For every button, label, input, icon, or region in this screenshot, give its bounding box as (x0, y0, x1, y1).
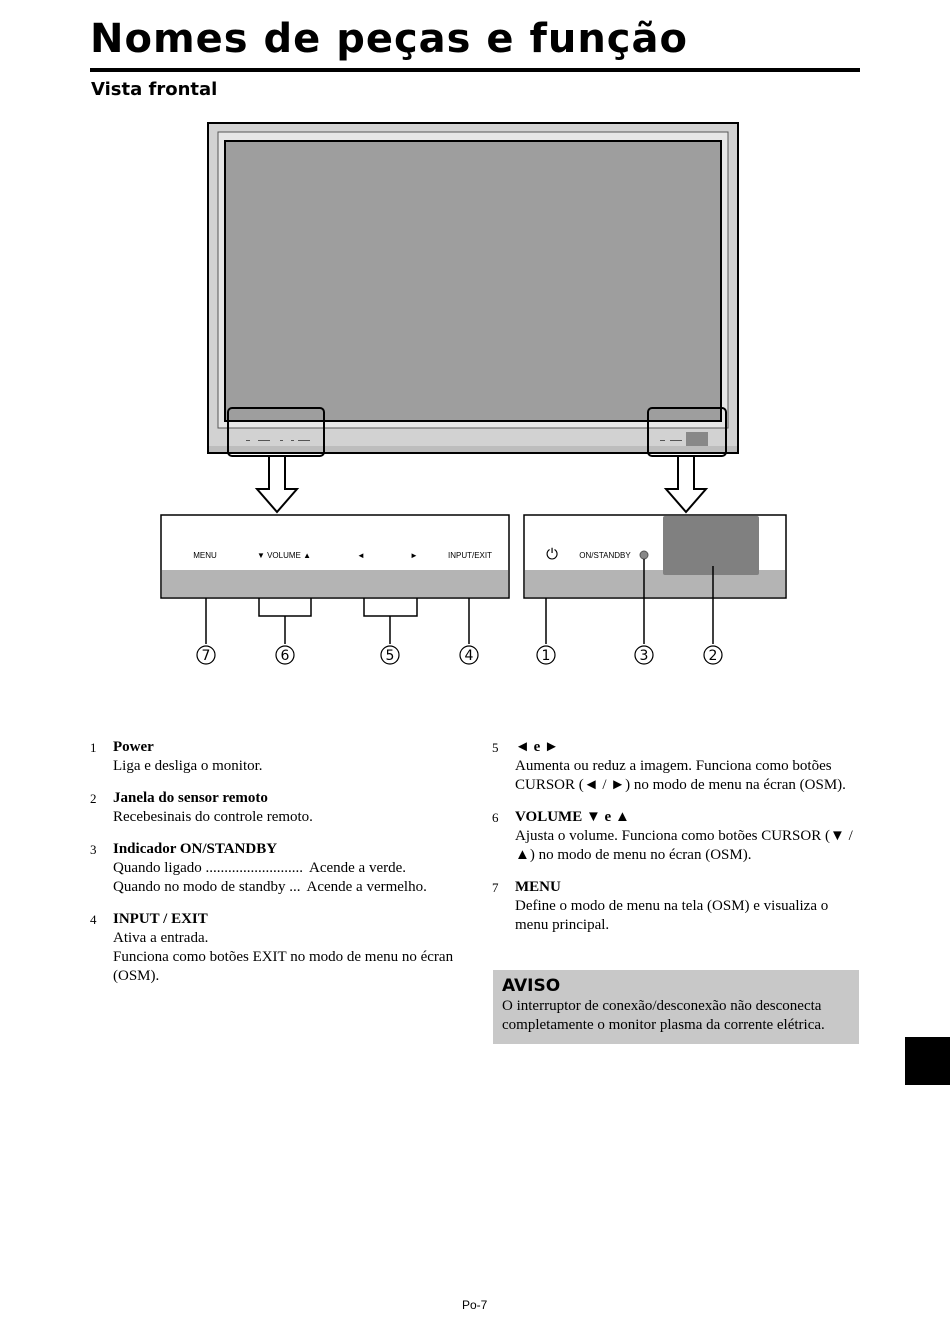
callout-7: 7 (202, 648, 211, 664)
callout-3: 3 (640, 648, 649, 664)
monitor-sensor-window (686, 432, 708, 446)
description-item-5: 5 ◄ e ► Aumenta ou reduz a imagem. Funci… (492, 738, 860, 795)
menu-button-label: MENU (193, 551, 217, 560)
item-text: Aumenta ou reduz a imagem. Funciona como… (515, 758, 846, 793)
description-item-3: 3 Indicador ON/STANDBY Quando ligado ...… (90, 840, 460, 897)
warning-heading: AVISO (502, 976, 561, 996)
callout-2: 2 (709, 648, 718, 664)
item-number: 7 (492, 880, 499, 895)
item-number: 6 (492, 810, 499, 825)
power-icon: ⏻ (546, 546, 558, 563)
indicator-row-on: Quando ligado ..........................… (113, 860, 407, 876)
warning-text: O interruptor de conexão/desconexão não … (502, 998, 825, 1033)
cursor-right-label: ► (410, 551, 418, 560)
on-standby-label: ON/STANDBY (579, 551, 631, 560)
description-item-2: 2 Janela do sensor remoto Recebesinais d… (90, 789, 460, 827)
item-text: Recebesinais do controle remoto. (113, 809, 313, 825)
item-number: 1 (90, 740, 97, 755)
descriptions-right-column: 5 ◄ e ► Aumenta ou reduz a imagem. Funci… (492, 738, 860, 948)
indicator-row-standby: Quando no modo de standby ... Acende a v… (113, 879, 427, 895)
monitor-screen (224, 140, 722, 422)
item-number: 2 (90, 791, 97, 806)
input-exit-button-label: INPUT/EXIT (448, 551, 492, 560)
item-heading: MENU (515, 879, 561, 895)
item-heading: INPUT / EXIT (113, 911, 208, 927)
item-heading: ◄ e ► (515, 739, 559, 755)
remote-sensor-window (663, 516, 759, 575)
item-number: 3 (90, 842, 97, 857)
item-text: Funciona como botões EXIT no modo de men… (113, 949, 454, 984)
leader-lines (205, 559, 714, 644)
callout-6: 6 (281, 648, 290, 664)
monitor-control-marks (246, 440, 682, 441)
item-text: Liga e desliga o monitor. (113, 758, 263, 774)
standby-indicator-led (639, 550, 649, 560)
title-rule (90, 68, 860, 72)
callout-5: 5 (386, 648, 395, 664)
item-heading: Power (113, 739, 154, 755)
front-view-diagram: MENU ▼ VOLUME ▲ ◄ ► INPUT/EXIT ⏻ ON/STAN… (160, 122, 787, 665)
description-item-1: 1 Power Liga e desliga o monitor. (90, 738, 460, 776)
callout-4: 4 (465, 648, 474, 664)
chapter-tab-marker (905, 1037, 950, 1085)
right-down-arrow (663, 455, 709, 514)
page-title: Nomes de peças e função (90, 16, 688, 62)
left-down-arrow (254, 455, 300, 514)
section-subtitle: Vista frontal (91, 79, 218, 100)
warning-box: AVISO O interruptor de conexão/desconexã… (493, 970, 859, 1044)
left-panel-strip (162, 570, 508, 597)
page-number: Po-7 (462, 1298, 488, 1312)
item-heading: Janela do sensor remoto (113, 790, 268, 806)
item-heading: Indicador ON/STANDBY (113, 841, 278, 857)
description-item-7: 7 MENU Define o modo de menu na tela (OS… (492, 878, 860, 935)
callout-1: 1 (542, 648, 551, 664)
item-text: Ativa a entrada. (113, 930, 209, 946)
item-heading: VOLUME ▼ e ▲ (515, 809, 630, 825)
item-text: Ajusta o volume. Funciona como botões CU… (515, 828, 853, 863)
volume-button-label: ▼ VOLUME ▲ (257, 551, 311, 560)
callout-numbers: 7 6 5 4 1 3 2 (196, 645, 723, 665)
descriptions-left-column: 1 Power Liga e desliga o monitor. 2 Jane… (90, 738, 460, 999)
description-item-6: 6 VOLUME ▼ e ▲ Ajusta o volume. Funciona… (492, 808, 860, 865)
description-item-4: 4 INPUT / EXIT Ativa a entrada. Funciona… (90, 910, 460, 986)
item-number: 5 (492, 740, 499, 755)
item-text: Define o modo de menu na tela (OSM) e vi… (515, 898, 829, 933)
cursor-left-label: ◄ (357, 551, 365, 560)
monitor-bottom-strip (209, 446, 737, 452)
item-number: 4 (90, 912, 97, 927)
